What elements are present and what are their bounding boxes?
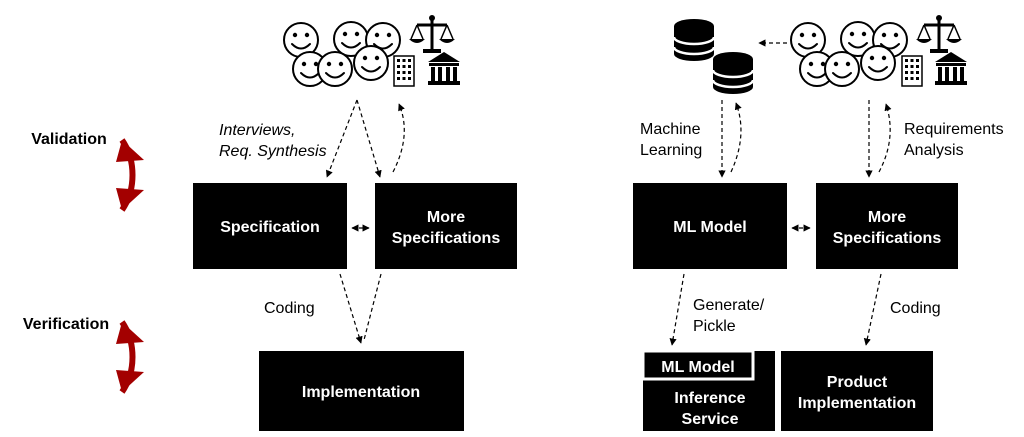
product-implementation-box [781, 351, 933, 431]
ml-model-tab-label: ML Model [661, 359, 734, 376]
product-implementation-label-line2: Implementation [798, 395, 916, 412]
more-specifications-box-left [375, 183, 517, 269]
arrow-ml-model-to-inference [669, 273, 685, 346]
more-specifications-right-line2: Specifications [833, 230, 942, 247]
smiley-face-icon [353, 45, 389, 81]
office-building-icon [393, 55, 415, 87]
ml-model-tab [641, 349, 755, 381]
smiley-face-icon [860, 45, 896, 81]
inference-service-label-line2: Service [682, 411, 739, 428]
arrow-stakeholders-to-more-specs [356, 99, 382, 178]
machine-learning-label-line1: Machine [640, 121, 701, 138]
scales-icon [914, 13, 964, 55]
machine-learning-label-line2: Learning [640, 142, 702, 159]
arrow-more-specs-to-product [863, 273, 882, 346]
verification-label: Verification [23, 316, 109, 333]
ml-model-box-label: ML Model [673, 219, 746, 236]
requirements-analysis-label-line1: Requirements [904, 121, 1004, 138]
database-icon [672, 17, 716, 63]
stakeholders-icon-group-right [790, 13, 967, 87]
arrow-more-specs-to-stakeholders-right [878, 103, 892, 173]
scales-icon [407, 13, 457, 55]
arrow-more-specs-to-implementation [363, 273, 382, 341]
arrow-more-specs-to-stakeholders [392, 103, 405, 173]
generate-pickle-label-line2: Pickle [693, 318, 736, 335]
specification-box-label: Specification [220, 219, 320, 236]
validation-label: Validation [31, 131, 107, 148]
curved-double-arrow-icon [116, 322, 144, 392]
arrow-ml-model-to-data [730, 102, 742, 173]
interviews-label-line1: Interviews, [219, 122, 295, 139]
specification-box [193, 183, 347, 269]
more-specifications-label-line2: Specifications [392, 230, 501, 247]
generate-pickle-label-line1: Generate/ [693, 297, 765, 314]
office-building-icon [901, 55, 923, 87]
more-specifications-box-right [816, 183, 958, 269]
smiley-face-icon [824, 51, 860, 87]
implementation-box-label: Implementation [302, 384, 420, 401]
interviews-label-line2: Req. Synthesis [219, 143, 327, 160]
smiley-face-icon [317, 51, 353, 87]
arrow-stakeholders-to-specification [325, 99, 358, 178]
database-icon [711, 50, 755, 96]
more-specifications-label-line1: More [427, 209, 465, 226]
stakeholders-icon-group-left [283, 13, 460, 87]
coding-label-left: Coding [264, 300, 315, 317]
arrow-specification-to-implementation [339, 273, 363, 344]
curved-double-arrow-icon [116, 140, 144, 210]
more-specifications-right-line1: More [868, 209, 906, 226]
ml-model-box [633, 183, 787, 269]
inference-service-label-line1: Inference [674, 390, 745, 407]
requirements-analysis-label-line2: Analysis [904, 142, 964, 159]
implementation-box [259, 351, 464, 431]
courthouse-icon [935, 52, 967, 85]
product-implementation-label-line1: Product [827, 374, 888, 391]
courthouse-icon [428, 52, 460, 85]
coding-label-right: Coding [890, 300, 941, 317]
